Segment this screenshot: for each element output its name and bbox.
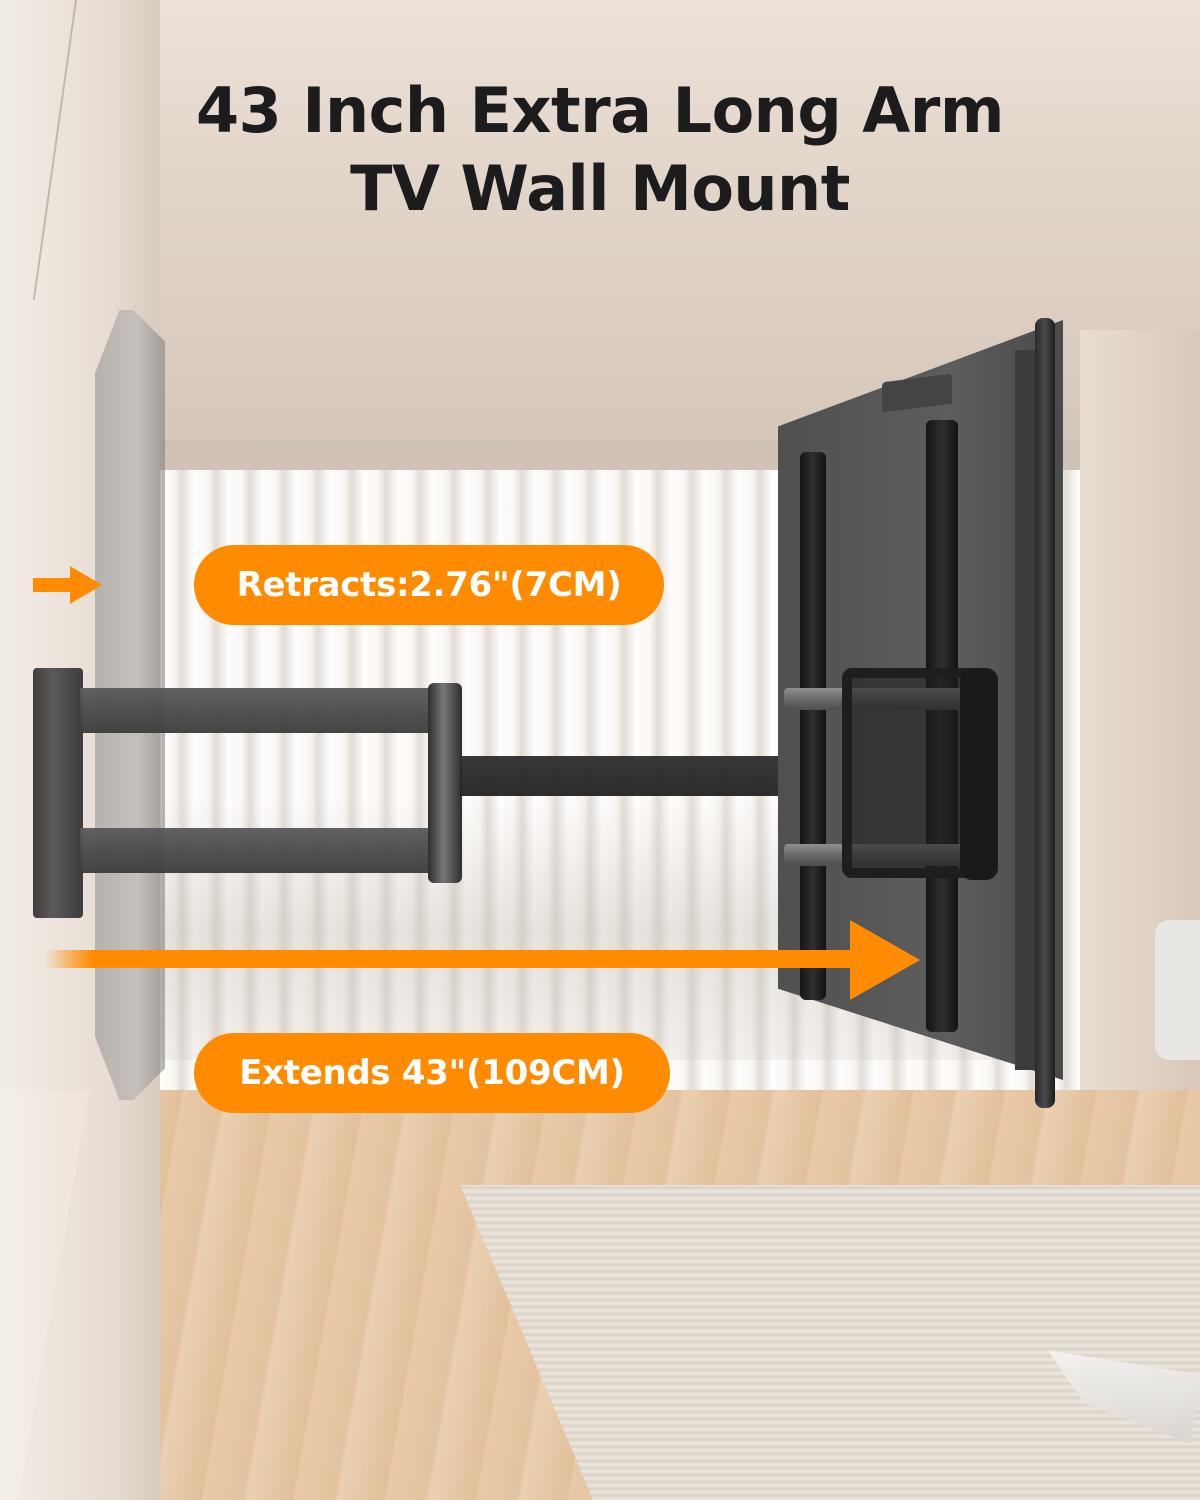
inner-arm-bottom [80, 828, 440, 873]
arrow-right-icon-head [70, 566, 102, 604]
retracts-badge: Retracts:2.76"(7CM) [194, 545, 664, 625]
tv-side-panel [1015, 350, 1037, 1070]
sofa [1155, 920, 1200, 1060]
vesa-rail-left [800, 452, 826, 1000]
page-title: 43 Inch Extra Long Arm TV Wall Mount [0, 72, 1200, 228]
tv-bezel [1035, 318, 1055, 1108]
long-arrow-right-icon [44, 950, 854, 968]
title-line-2: TV Wall Mount [350, 152, 850, 225]
area-rug [460, 1185, 1200, 1500]
arrow-right-icon [33, 578, 73, 592]
title-line-1: 43 Inch Extra Long Arm [196, 74, 1004, 147]
inner-arm-top [80, 688, 440, 733]
retracts-label: Retracts:2.76"(7CM) [236, 565, 622, 605]
tilt-plate [960, 668, 998, 880]
wall-plate [33, 668, 83, 918]
arm-hinge [428, 683, 462, 883]
long-arrow-right-icon-head [850, 920, 920, 1000]
extends-badge: Extends 43"(109CM) [194, 1033, 670, 1113]
extends-label: Extends 43"(109CM) [239, 1053, 625, 1093]
outer-arm [460, 756, 810, 796]
